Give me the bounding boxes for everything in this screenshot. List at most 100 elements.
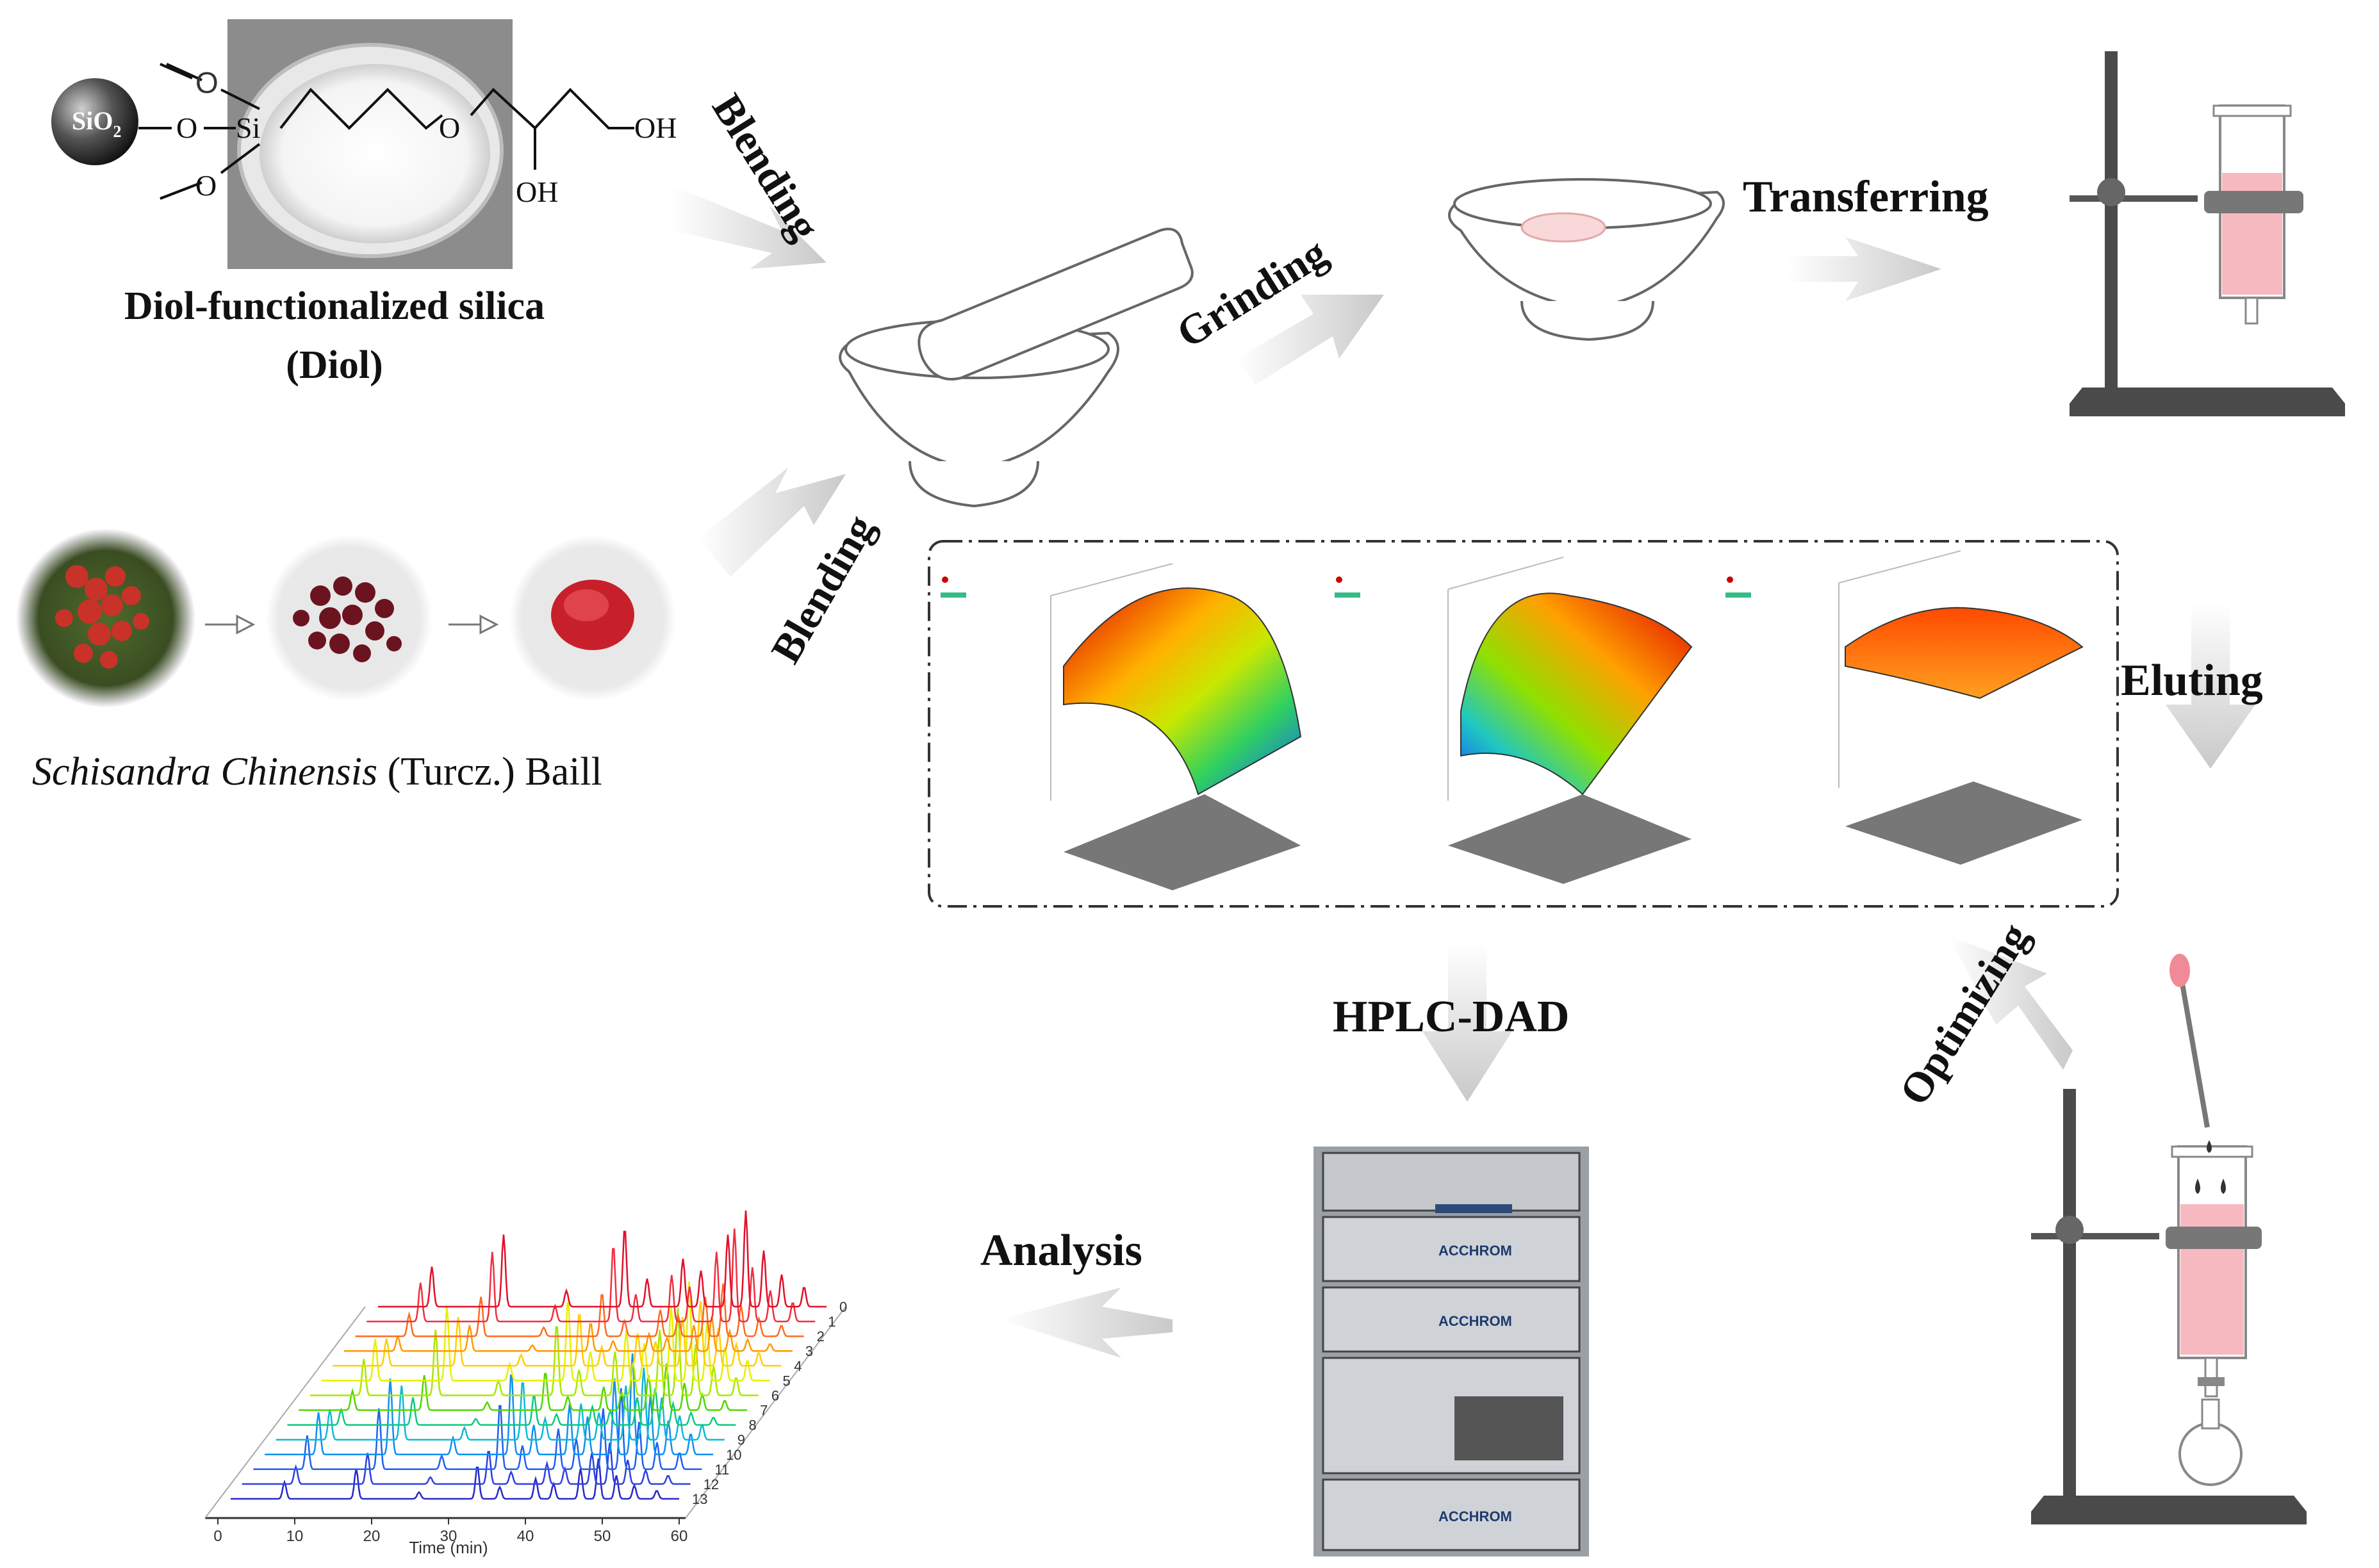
mortar-pestle-icon [839,227,1194,508]
surface-plot-1 [1050,563,1302,890]
chrom-sample-label: 9 [737,1432,745,1448]
arrow-optimizing [1948,935,2073,1070]
plant-name: Schisandra Chinensis (Turcz.) Baill [32,750,602,794]
collection-flask [2178,1422,2243,1486]
label-analysis: Analysis [980,1226,1142,1275]
chromatogram-traces [231,1210,827,1500]
stand-base [2070,388,2345,416]
brand-label-2: ACCHROM [1438,1313,1512,1329]
spe-stand-top [2070,51,2345,416]
arrow-analysis [1000,1287,1173,1358]
arrow-blending-top [673,186,827,269]
stopcock [2198,1377,2225,1386]
cartridge-tip [2244,297,2259,325]
stand-rod-2 [2063,1089,2076,1505]
clamp-knob [2097,178,2125,206]
chrom-trace [343,1316,793,1352]
chrom-trace [321,1281,770,1382]
chrom-sample-label: 3 [805,1343,813,1359]
chrom-sample-label: 8 [748,1417,756,1433]
chrom-sample-label: 12 [704,1476,719,1492]
diol-silica-panel: SiO2 O O O Si O OH OH Diol-functionalize… [51,19,677,387]
contour-floor-2 [1448,794,1692,884]
chrom-sample-label: 6 [771,1387,779,1403]
pipette-bulb [2169,954,2190,987]
arrow-grinding [1237,295,1384,384]
chrom-sample-label: 0 [839,1299,847,1315]
module-detector [1322,1286,1581,1353]
cartridge-rim-2 [2171,1145,2253,1158]
chrom-trace [231,1458,679,1500]
cartridge-clamp-2 [2166,1227,2262,1249]
clamp-knob-2 [2055,1216,2084,1244]
methyl-groups [160,63,194,200]
arrow-blending-bottom [698,468,846,576]
rsm-legend-markers [941,576,1751,598]
schisandra-panel: Schisandra Chinensis (Turcz.) Baill [16,528,676,794]
stand-rod [2105,51,2118,397]
o-label-3: O [195,169,217,202]
si-label: Si [236,111,260,144]
chrom-sample-label: 2 [817,1328,825,1344]
chrom-trace [309,1307,759,1396]
chrom-x-ticks: 0 10 20 30 40 50 60 [213,1518,687,1545]
chrom-tick-label: 60 [671,1528,688,1545]
response-surface-panel [928,540,2119,908]
o-label-1: O [195,66,218,99]
arrow-hplc [1422,942,1512,1102]
drop-icon-3 [2221,1179,2226,1194]
chrom-sample-label: 7 [760,1403,768,1419]
silica-title-line1: Diol-functionalized silica [124,284,545,328]
mortar-with-sample-icon [1448,178,1725,341]
flask-neck [2201,1398,2220,1430]
module-top [1322,1152,1581,1212]
contour-floor-1 [1064,794,1301,890]
brand-label-1: ACCHROM [1438,1243,1512,1259]
chrom-trace [355,1283,804,1337]
chrom-sample-label: 1 [828,1314,836,1330]
surface-plot-2 [1447,557,1693,884]
chrom-trace [253,1388,702,1471]
flow-arrows [673,186,2255,1358]
chrom-tick-label: 0 [213,1528,222,1545]
chrom-sample-label: 11 [714,1462,729,1478]
pipette [2179,979,2210,1128]
chrom-depth-axis-left [204,1306,366,1519]
chrom-trace [299,1363,748,1411]
arrow-eluting [2166,602,2255,769]
grid-2 [1447,557,1564,801]
chrom-tick-label: 10 [286,1528,304,1545]
chrom-depth-axis [685,1306,846,1519]
silica-title-line2: (Diol) [286,343,383,387]
o-label-2: O [176,111,197,144]
drop-icon [2207,1140,2212,1153]
module-oven [1322,1478,1581,1551]
chrom-tick-label: 30 [440,1528,457,1545]
label-eluting: Eluting [2121,656,2263,705]
oh-label-2: OH [516,176,558,208]
grid-3 [1838,550,1961,788]
chrom-x-label: Time (min) [409,1538,488,1557]
chrom-tick-label: 50 [594,1528,611,1545]
brand-strip-1 [1435,1204,1512,1213]
contour-floor-3 [1845,781,2082,865]
chrom-trace [242,1442,691,1485]
chrom-trace [276,1368,725,1441]
clamp-arm-2 [2031,1233,2159,1239]
process-arrows-small [205,614,499,635]
chrom-trace [265,1353,714,1456]
sampler-window [1454,1396,1563,1460]
clamp-arm [2070,195,2198,202]
surface-plot-3 [1838,550,2084,865]
powder-highlight [564,589,609,621]
berries [55,565,149,669]
chrom-sample-label: 10 [726,1447,741,1463]
arrow-transferring [1788,237,1941,301]
chrom-tick-label: 20 [363,1528,381,1545]
chrom-tick-label: 40 [517,1528,534,1545]
hplc-instrument: ACCHROM ACCHROM ACCHROM [1313,1147,1589,1556]
chrom-trace [366,1229,816,1323]
stand-base-2 [2031,1496,2307,1524]
